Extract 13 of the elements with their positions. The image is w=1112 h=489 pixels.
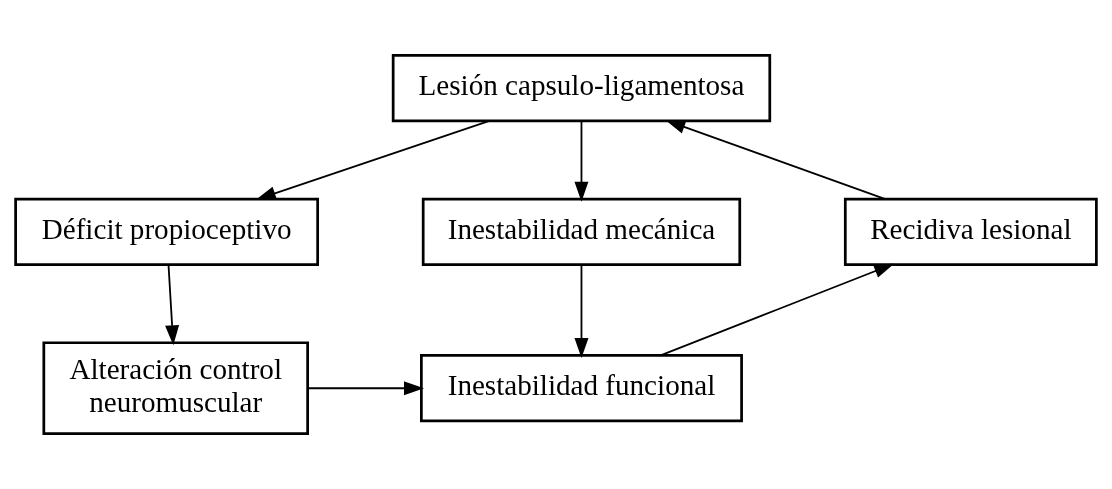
arrow xyxy=(659,263,895,357)
arrow xyxy=(165,264,180,346)
node-box: Recidiva lesional xyxy=(843,197,1098,266)
node-box: Alteración control neuromuscular xyxy=(42,341,309,436)
arrow xyxy=(574,264,589,359)
node-box: Inestabilidad mecánica xyxy=(421,197,742,266)
arrow xyxy=(574,120,589,202)
node-box: Lesión capsulo-ligamentosa xyxy=(391,53,772,123)
node-box: Déficit propioceptivo xyxy=(14,197,319,266)
arrow xyxy=(255,120,491,201)
arrow xyxy=(665,120,886,200)
arrow xyxy=(307,381,425,396)
node-box: Inestabilidad funcional xyxy=(420,354,743,423)
